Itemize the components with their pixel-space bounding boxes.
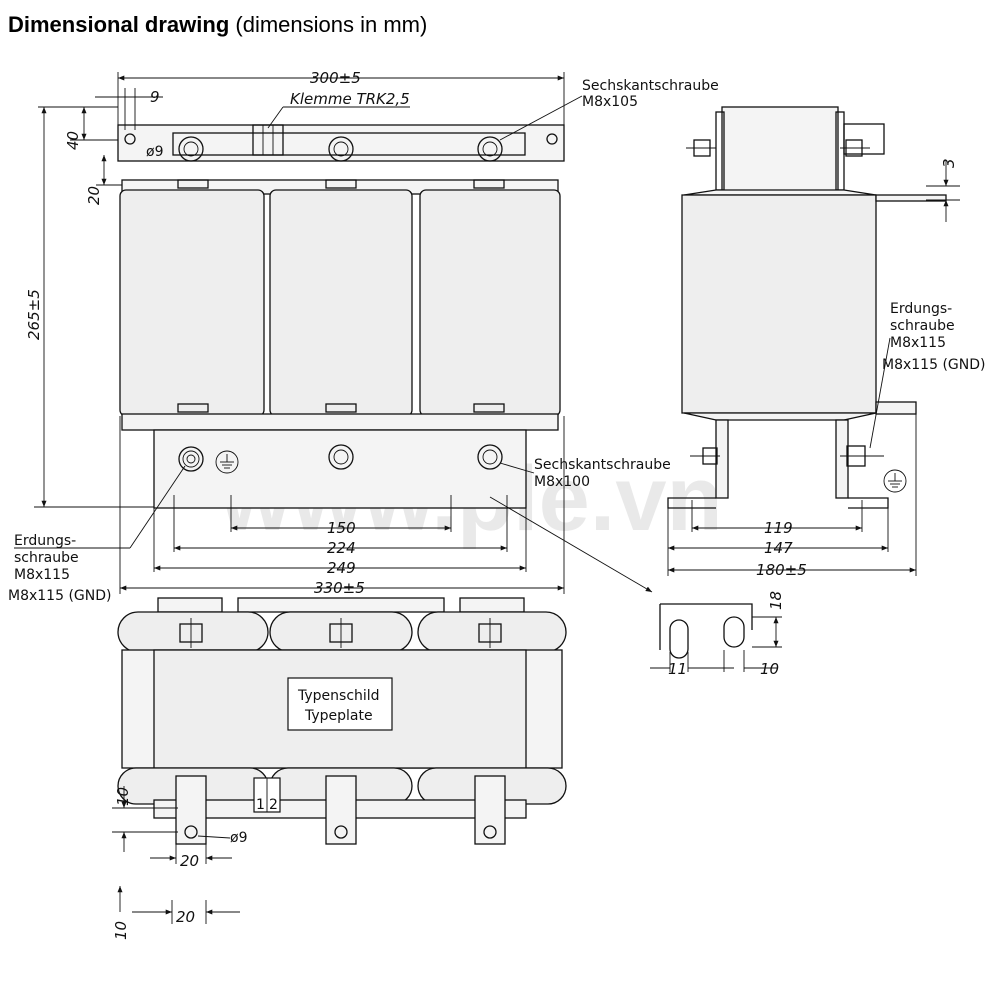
dim-150: 150 xyxy=(327,519,356,537)
side-leg-right xyxy=(835,419,849,499)
front-view: 300±5 9 Klemme TRK2,5 ø9 Sechskantschrau… xyxy=(8,69,719,604)
side-top-flange xyxy=(683,189,877,196)
bottom-bolt xyxy=(329,618,353,648)
dim-20: 20 xyxy=(85,186,103,205)
side-core xyxy=(681,194,877,414)
label-sechskant-mid-2: M8x100 xyxy=(534,474,590,490)
hex-bolt xyxy=(178,136,204,162)
typeplate xyxy=(287,677,393,731)
terminal-tab xyxy=(474,775,506,845)
hex-bolt xyxy=(477,136,503,162)
label-erdung-right-1: Erdungs- xyxy=(890,301,952,317)
dim-20-tab: 20 xyxy=(180,852,199,870)
dim-224: 224 xyxy=(327,539,356,557)
hex-bolt xyxy=(840,139,870,157)
top-rail xyxy=(172,132,526,156)
label-sechskant-mid-1: Sechskantschraube xyxy=(534,457,671,473)
coil-1 xyxy=(119,189,265,417)
dim-10-bottom: 10 xyxy=(112,921,130,940)
terminal-block xyxy=(252,124,284,156)
label-erdung-right-4: M8x115 (GND) xyxy=(882,357,985,373)
terminal-tab xyxy=(325,775,357,845)
coil-3 xyxy=(419,189,561,417)
dim-10-tab: 10 xyxy=(114,787,132,806)
dim-40: 40 xyxy=(64,131,82,150)
label-erdung-right-2: schraube xyxy=(890,318,955,334)
side-terminal xyxy=(843,123,885,155)
slot-detail: 18 11 10 xyxy=(650,591,785,678)
terminal-tab xyxy=(175,775,207,845)
hex-bolt xyxy=(477,444,503,470)
lower-yoke xyxy=(121,413,559,431)
bottom-view: Typenschild Typeplate 1 2 10 20 ø9 10 xyxy=(112,597,567,940)
hex-bolt xyxy=(690,447,720,465)
terminal-1: 1 xyxy=(256,797,265,813)
ground-symbol-icon xyxy=(215,450,239,474)
dim-300: 300±5 xyxy=(310,69,361,87)
dim-330: 330±5 xyxy=(314,579,365,597)
dim-147: 147 xyxy=(764,539,793,557)
title-bold: Dimensional drawing xyxy=(8,12,230,37)
bottom-clip xyxy=(157,597,223,613)
dim-249: 249 xyxy=(327,559,356,577)
mount-hole xyxy=(546,133,558,145)
dim-10-detail: 10 xyxy=(760,660,779,678)
label-erdung-left-2: schraube xyxy=(14,550,79,566)
label-sechskant-top-1: Sechskantschraube xyxy=(582,78,719,94)
ground-bolt xyxy=(178,446,204,472)
label-erdung-left-4: M8x115 (GND) xyxy=(8,588,111,604)
coil-2 xyxy=(269,189,413,417)
side-leg-left xyxy=(715,419,729,499)
dim-hole-d9: ø9 xyxy=(146,144,163,160)
drawing-title: Dimensional drawing (dimensions in mm) xyxy=(8,12,427,38)
label-typenschild: Typenschild xyxy=(297,688,380,704)
dim-119: 119 xyxy=(764,519,793,537)
slot-closed xyxy=(723,616,745,648)
label-erdung-right-3: M8x115 xyxy=(890,335,946,351)
mount-hole xyxy=(124,133,136,145)
slot-open xyxy=(669,619,689,659)
title-subtitle: (dimensions in mm) xyxy=(235,12,428,37)
label-erdung-left-1: Erdungs- xyxy=(14,533,76,549)
dim-18: 18 xyxy=(767,591,785,610)
bottom-bolt xyxy=(179,618,203,648)
side-view: 3 Erdungs- schraube M8x115 M8x115 (GND) … xyxy=(667,106,985,579)
dim-3: 3 xyxy=(940,158,958,168)
bottom-bolt xyxy=(478,618,502,648)
dim-20-bottom: 20 xyxy=(176,908,195,926)
label-sechskant-top-2: M8x105 xyxy=(582,94,638,110)
terminal-2: 2 xyxy=(269,797,278,813)
ground-symbol-icon xyxy=(883,469,907,493)
dim-265: 265±5 xyxy=(25,289,43,340)
bottom-coil-1 xyxy=(117,611,269,653)
bottom-coil-3 xyxy=(417,611,567,653)
dim-11: 11 xyxy=(668,660,687,678)
dim-9: 9 xyxy=(150,88,160,106)
hex-bolt xyxy=(328,136,354,162)
label-typeplate: Typeplate xyxy=(304,708,373,724)
side-coil-top xyxy=(721,106,839,192)
hex-bolt xyxy=(328,444,354,470)
dim-tab-d9: ø9 xyxy=(230,830,247,846)
ground-bolt xyxy=(840,445,884,467)
label-klemme: Klemme TRK2,5 xyxy=(290,90,410,108)
label-erdung-left-3: M8x115 xyxy=(14,567,70,583)
hex-bolt xyxy=(686,139,716,157)
dim-180: 180±5 xyxy=(756,561,807,579)
